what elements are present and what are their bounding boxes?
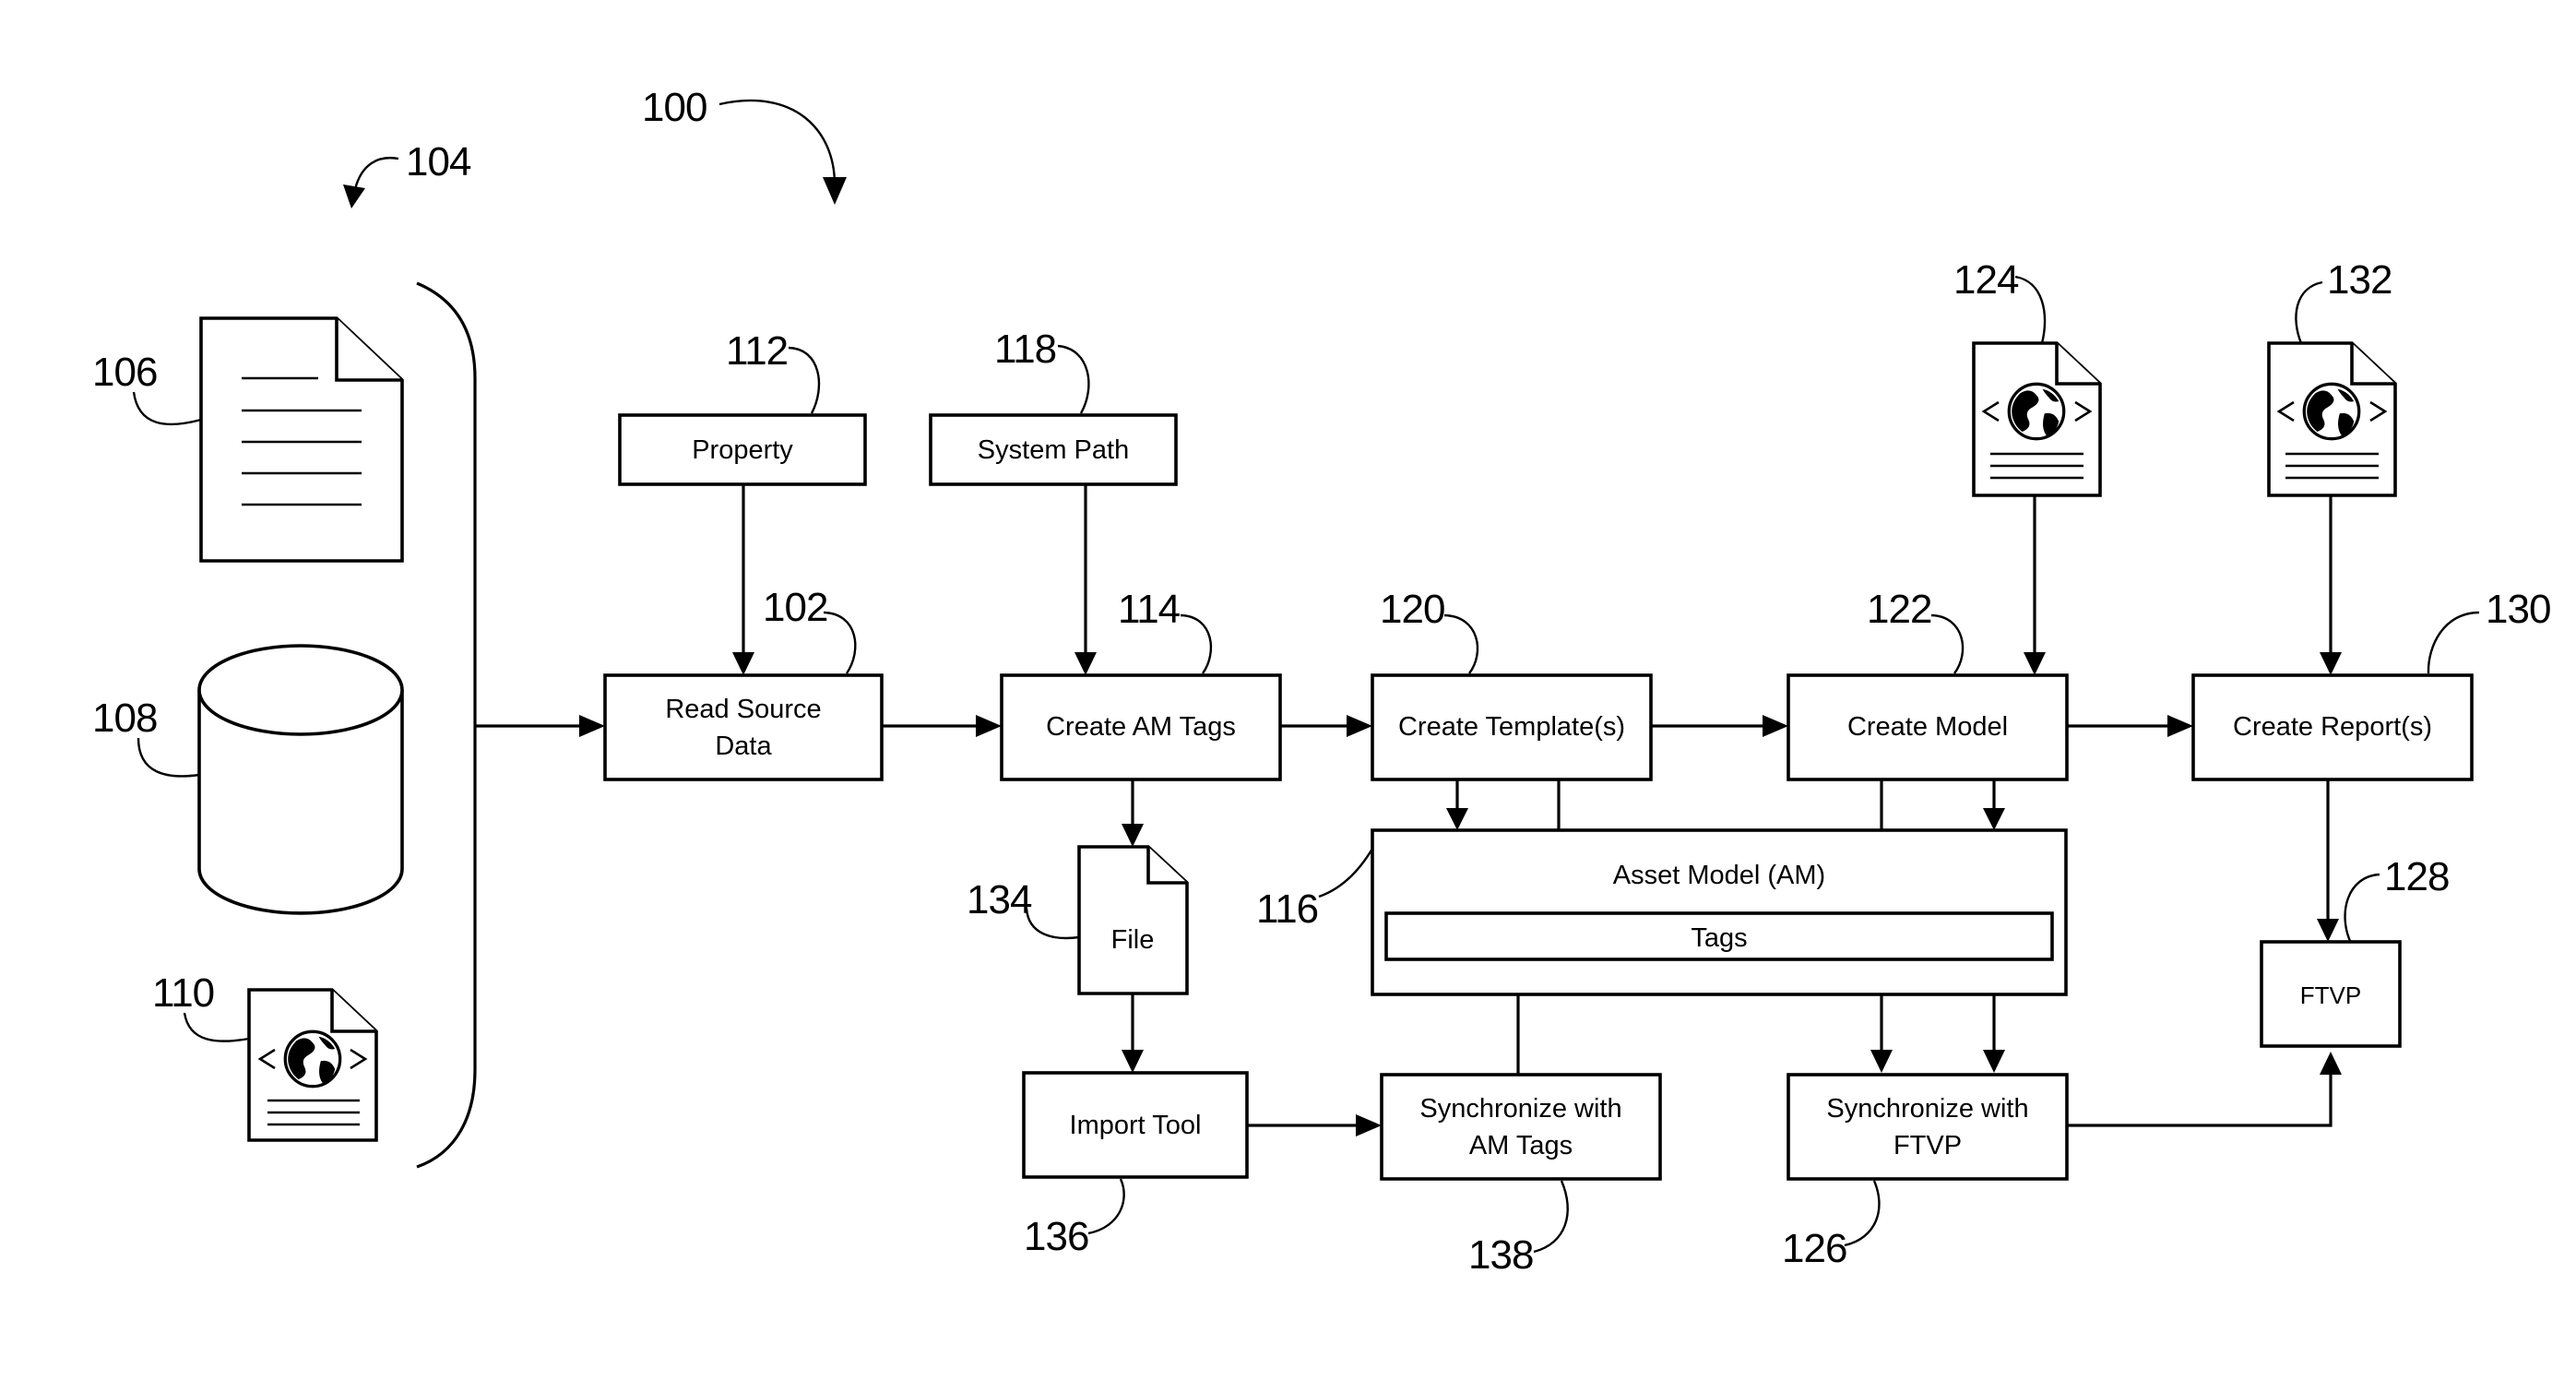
- sources-bracket: [417, 283, 475, 1167]
- svg-text:124: 124: [1953, 257, 2019, 303]
- svg-text:Create Report(s): Create Report(s): [2233, 712, 2432, 742]
- svg-text:110: 110: [152, 970, 214, 1016]
- asset-model-box: Asset Model (AM) 116 Tags: [1256, 830, 2066, 994]
- import-tool-box: Import Tool 136: [1024, 1073, 1247, 1259]
- sync-ftvp-box: Synchronize with FTVP 126: [1782, 1075, 2067, 1271]
- file-document: File 134: [967, 847, 1187, 993]
- create-templates-box: Create Template(s) 120: [1372, 587, 1651, 779]
- svg-text:FTVP: FTVP: [1893, 1131, 1962, 1160]
- model-web-document: 124: [1953, 257, 2100, 495]
- svg-text:104: 104: [406, 139, 471, 184]
- sync-am-tags-box: Synchronize with AM Tags 138: [1382, 1075, 1660, 1278]
- create-am-tags-box: Create AM Tags 114: [1002, 587, 1280, 779]
- web-document-icon: [1974, 343, 2100, 495]
- svg-text:Create AM Tags: Create AM Tags: [1046, 712, 1236, 742]
- svg-text:Synchronize with: Synchronize with: [1419, 1094, 1621, 1124]
- svg-text:Import Tool: Import Tool: [1070, 1111, 1202, 1140]
- svg-text:FTVP: FTVP: [2300, 981, 2361, 1009]
- figure-ref-104: 104: [343, 139, 471, 208]
- tags-box: Tags: [1386, 913, 2052, 959]
- ftvp-box: FTVP 128: [2261, 854, 2449, 1046]
- svg-text:134: 134: [967, 877, 1032, 922]
- svg-text:File: File: [1111, 925, 1155, 955]
- source-database: 108: [92, 646, 402, 913]
- svg-text:108: 108: [92, 696, 157, 741]
- svg-text:136: 136: [1024, 1214, 1088, 1259]
- svg-text:122: 122: [1867, 587, 1931, 632]
- system-path-box: System Path 118: [931, 327, 1176, 484]
- create-model-box: Create Model 122: [1788, 587, 2067, 779]
- svg-text:118: 118: [994, 327, 1056, 372]
- report-web-document: 132: [2269, 257, 2395, 495]
- connectors: [475, 484, 2342, 1136]
- figure-ref-100: 100: [642, 85, 847, 205]
- svg-text:106: 106: [92, 350, 157, 395]
- svg-text:112: 112: [726, 328, 788, 374]
- property-box: Property 112: [620, 328, 865, 484]
- database-icon: [199, 646, 402, 913]
- svg-text:130: 130: [2486, 587, 2550, 632]
- svg-text:114: 114: [1118, 587, 1181, 632]
- svg-text:100: 100: [642, 85, 706, 130]
- source-document: 106: [92, 318, 402, 561]
- svg-text:Read Source: Read Source: [665, 695, 821, 724]
- svg-text:Create Model: Create Model: [1847, 712, 2008, 742]
- svg-text:Data: Data: [715, 732, 772, 761]
- svg-text:132: 132: [2327, 257, 2392, 303]
- document-icon: [201, 318, 402, 561]
- svg-text:116: 116: [1256, 886, 1318, 932]
- web-document-icon: [2269, 343, 2395, 495]
- svg-text:Property: Property: [692, 435, 793, 465]
- svg-text:Asset Model (AM): Asset Model (AM): [1613, 861, 1825, 890]
- svg-text:Create Template(s): Create Template(s): [1398, 712, 1625, 742]
- svg-text:102: 102: [763, 585, 827, 630]
- source-web-page: 110: [152, 970, 376, 1140]
- svg-text:128: 128: [2384, 854, 2449, 899]
- svg-text:Tags: Tags: [1691, 923, 1747, 953]
- svg-text:120: 120: [1380, 587, 1444, 632]
- web-document-icon: [249, 990, 376, 1140]
- create-reports-box: Create Report(s) 130: [2193, 587, 2550, 779]
- svg-text:126: 126: [1782, 1226, 1846, 1271]
- svg-text:138: 138: [1468, 1232, 1533, 1278]
- svg-text:AM Tags: AM Tags: [1469, 1131, 1573, 1160]
- svg-text:Synchronize with: Synchronize with: [1826, 1094, 2028, 1124]
- svg-text:System Path: System Path: [978, 435, 1129, 465]
